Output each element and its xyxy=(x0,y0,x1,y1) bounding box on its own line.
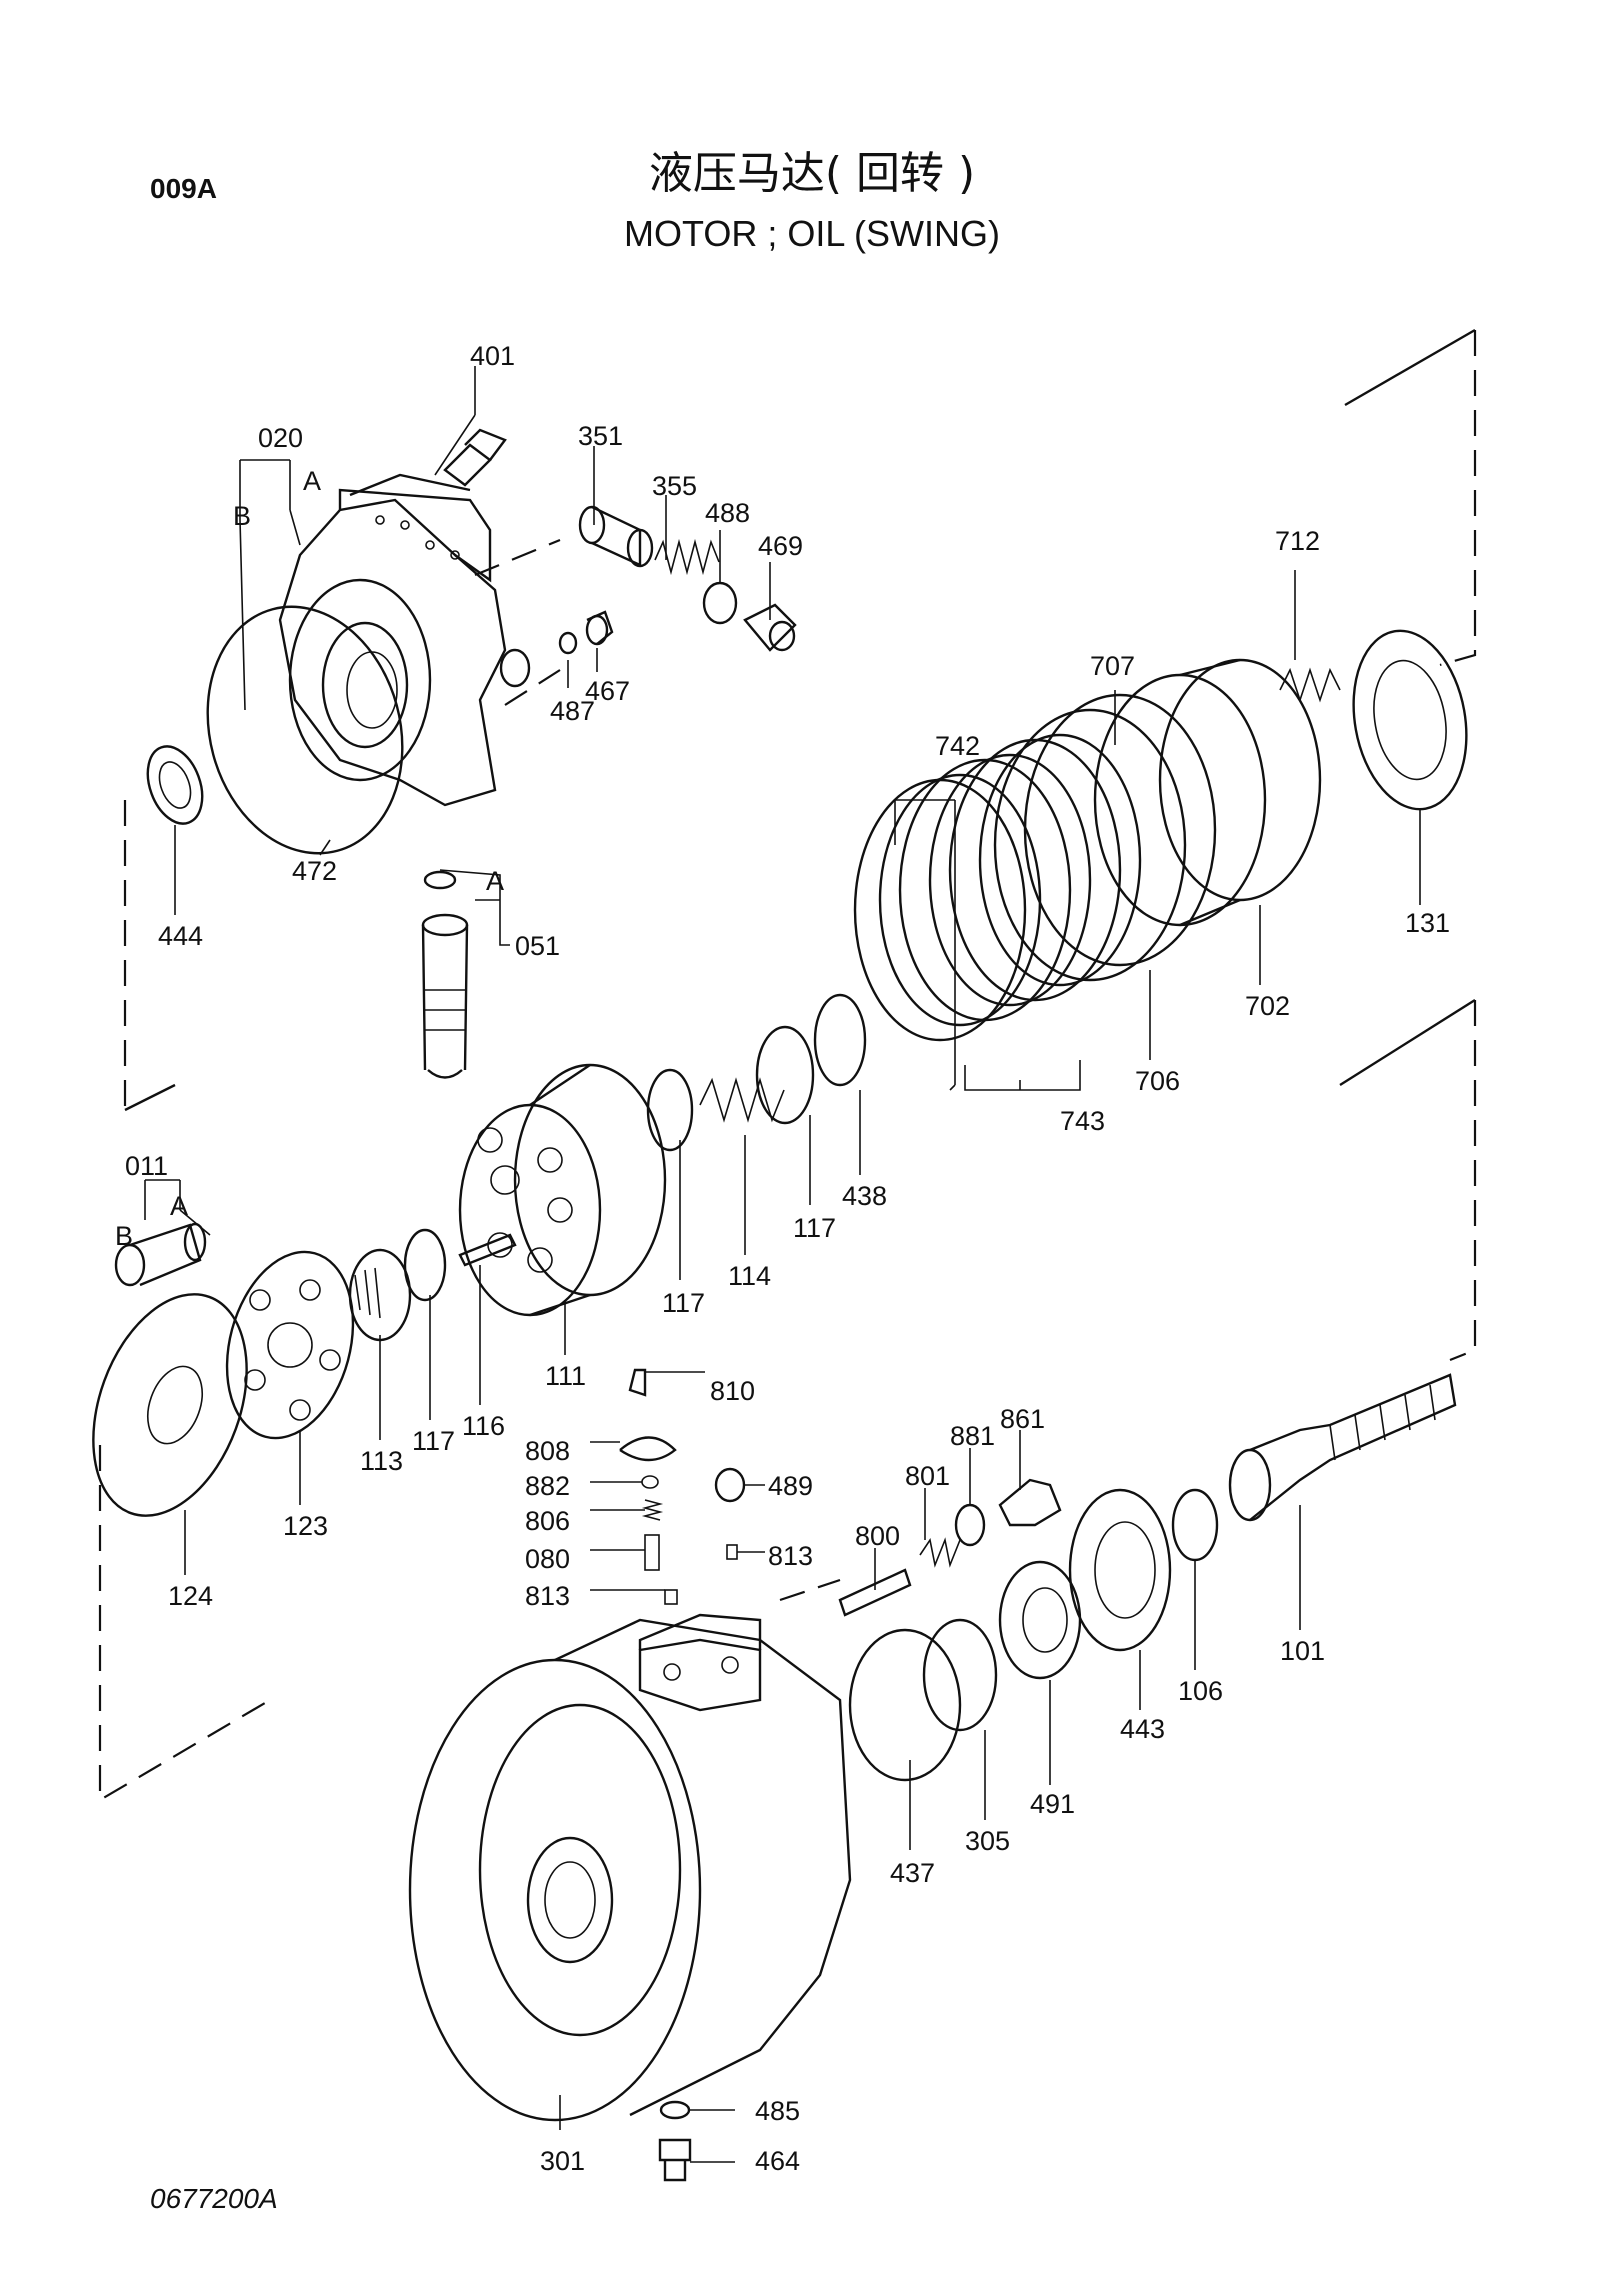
label-106: 106 xyxy=(1178,1676,1223,1706)
bearing-443 xyxy=(1068,1488,1172,1652)
label-301: 301 xyxy=(540,2146,585,2176)
reference-frame-lines xyxy=(98,328,1477,1802)
label-437: 437 xyxy=(890,1858,935,1888)
label-489: 489 xyxy=(768,1471,813,1501)
label-A-011: A xyxy=(170,1191,188,1221)
thrust-plate-124 xyxy=(92,1293,248,1517)
label-A-051: A xyxy=(486,866,504,896)
label-351: 351 xyxy=(578,421,623,451)
spline-113 xyxy=(348,1248,412,1342)
label-810: 810 xyxy=(710,1376,755,1406)
seal-491 xyxy=(998,1560,1082,1680)
ring-305 xyxy=(922,1618,998,1732)
title-english: MOTOR ; OIL (SWING) xyxy=(624,213,1000,254)
label-117-b: 117 xyxy=(662,1288,705,1318)
label-485: 485 xyxy=(755,2096,800,2126)
label-B-011: B xyxy=(115,1221,133,1251)
part-labels: 401 351 355 488 469 020 A B 487 467 472 … xyxy=(115,341,1450,2176)
label-808: 808 xyxy=(525,1436,570,1466)
label-467: 467 xyxy=(585,676,630,706)
label-472: 472 xyxy=(292,856,337,886)
label-882: 882 xyxy=(525,1471,570,1501)
label-131: 131 xyxy=(1405,908,1450,938)
label-A-020: A xyxy=(303,466,321,496)
spring-114 xyxy=(699,1077,785,1123)
plate-131 xyxy=(1352,629,1468,811)
label-491: 491 xyxy=(1030,1789,1075,1819)
label-806: 806 xyxy=(525,1506,570,1536)
label-101: 101 xyxy=(1280,1636,1325,1666)
label-116: 116 xyxy=(462,1411,505,1441)
snap-ring-438 xyxy=(813,993,867,1087)
friction-plates-742-743 xyxy=(853,733,1142,1042)
drawing-number: 0677200A xyxy=(150,2183,278,2214)
label-742: 742 xyxy=(935,731,980,761)
label-401: 401 xyxy=(470,341,515,371)
label-355: 355 xyxy=(652,471,697,501)
plug-467 xyxy=(558,610,614,655)
cylinder-block-111 xyxy=(458,1063,667,1317)
leader-lines xyxy=(144,366,1421,2163)
ring-117 xyxy=(755,1025,815,1125)
label-743: 743 xyxy=(1060,1106,1105,1136)
label-438: 438 xyxy=(842,1181,887,1211)
label-051: 051 xyxy=(515,931,560,961)
label-800: 800 xyxy=(855,1521,900,1551)
label-113: 113 xyxy=(360,1446,403,1476)
diagram-code: 009A xyxy=(150,173,217,204)
label-813-b: 813 xyxy=(768,1541,813,1571)
title-chinese: 液压马达( 回转 ) xyxy=(648,148,976,199)
label-305: 305 xyxy=(965,1826,1010,1856)
ring-106 xyxy=(1171,1488,1219,1562)
label-B-020: B xyxy=(233,501,251,531)
label-443: 443 xyxy=(1120,1714,1165,1744)
label-114: 114 xyxy=(728,1261,771,1291)
label-080: 080 xyxy=(525,1544,570,1574)
label-020: 020 xyxy=(258,423,303,453)
label-881: 881 xyxy=(950,1421,995,1451)
valve-plate-123 xyxy=(225,1250,355,1440)
ring-117-b xyxy=(646,1068,694,1152)
spring-355 xyxy=(654,538,720,576)
label-123: 123 xyxy=(283,1511,328,1541)
label-712: 712 xyxy=(1275,526,1320,556)
label-124: 124 xyxy=(168,1581,213,1611)
plug-469 xyxy=(743,603,797,652)
label-117-a: 117 xyxy=(793,1213,836,1243)
pin-116 xyxy=(458,1233,517,1267)
label-861: 861 xyxy=(1000,1404,1045,1434)
label-464: 464 xyxy=(755,2146,800,2176)
bolt-401 xyxy=(443,428,507,487)
label-487: 487 xyxy=(550,696,595,726)
label-706: 706 xyxy=(1135,1066,1180,1096)
ring-117-c xyxy=(403,1228,447,1302)
o-ring-488 xyxy=(702,581,738,625)
snap-ring-437 xyxy=(848,1628,962,1782)
label-111: 111 xyxy=(545,1361,586,1391)
label-707: 707 xyxy=(1090,651,1135,681)
label-469: 469 xyxy=(758,531,803,561)
label-444: 444 xyxy=(158,921,203,951)
o-ring-706 xyxy=(993,708,1187,982)
shaft-051 xyxy=(421,870,469,1079)
label-488: 488 xyxy=(705,498,750,528)
piston-011 xyxy=(114,1222,207,1287)
label-801: 801 xyxy=(905,1461,950,1491)
spring-712 xyxy=(1279,667,1341,703)
drive-shaft-101 xyxy=(1228,1373,1457,1522)
label-813-a: 813 xyxy=(525,1581,570,1611)
valve-351 xyxy=(578,505,654,568)
bearing-444 xyxy=(146,745,204,825)
housing-301 xyxy=(408,1613,852,2122)
label-011: 011 xyxy=(125,1151,168,1181)
plug-485-464 xyxy=(658,2100,692,2182)
label-117-c: 117 xyxy=(412,1426,455,1456)
label-702: 702 xyxy=(1245,991,1290,1021)
valve-cover-020 xyxy=(206,473,531,855)
